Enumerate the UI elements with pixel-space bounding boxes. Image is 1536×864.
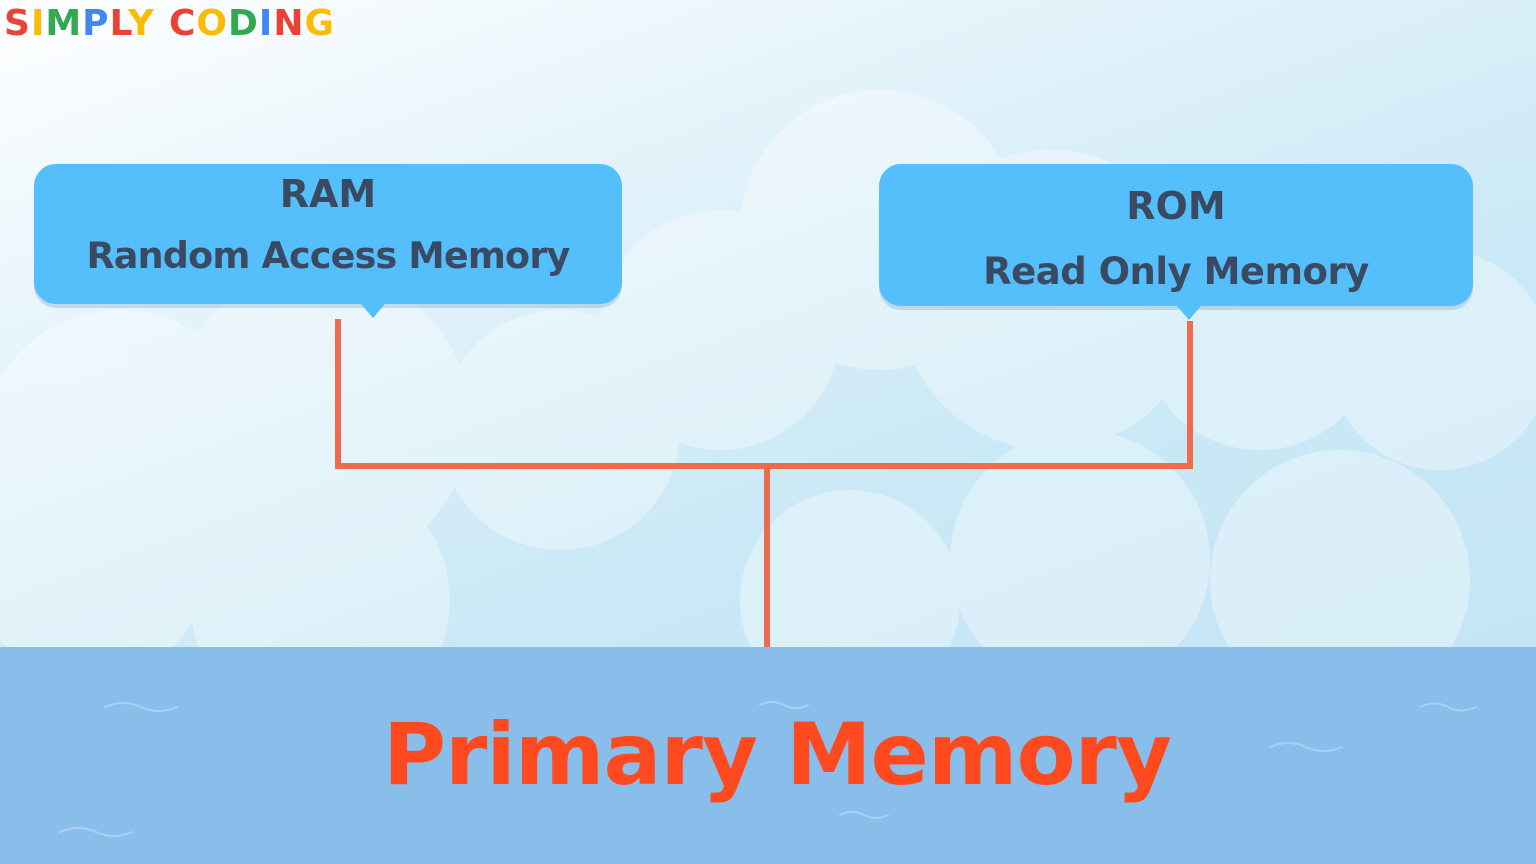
logo-letter: D <box>228 3 259 44</box>
logo-letter: N <box>273 3 305 44</box>
rom-full-name: Read Only Memory <box>983 250 1369 293</box>
logo-letter: M <box>45 3 83 44</box>
logo-letter: C <box>168 3 197 44</box>
logo-word-coding: CODING <box>169 3 335 44</box>
logo-letter: G <box>304 3 336 44</box>
logo-letter: I <box>30 3 46 44</box>
logo-letter: P <box>82 3 110 44</box>
water-band <box>0 647 1536 864</box>
logo-letter: L <box>109 3 128 44</box>
rom-bubble: ROM Read Only Memory <box>879 164 1473 320</box>
logo-letter: Y <box>127 3 155 44</box>
logo-word-simply: SIMPLY <box>4 3 155 44</box>
wave-marks <box>59 701 1477 837</box>
ram-full-name: Random Access Memory <box>86 234 570 277</box>
logo-letter: I <box>258 3 274 44</box>
ram-abbreviation: RAM <box>279 172 377 216</box>
cloud-background <box>0 0 1536 650</box>
ram-bubble: RAM Random Access Memory <box>34 164 622 318</box>
rom-abbreviation: ROM <box>1126 184 1226 228</box>
primary-memory-title: Primary Memory <box>382 705 1172 805</box>
logo-letter: S <box>4 3 31 44</box>
logo-letter: O <box>196 3 229 44</box>
